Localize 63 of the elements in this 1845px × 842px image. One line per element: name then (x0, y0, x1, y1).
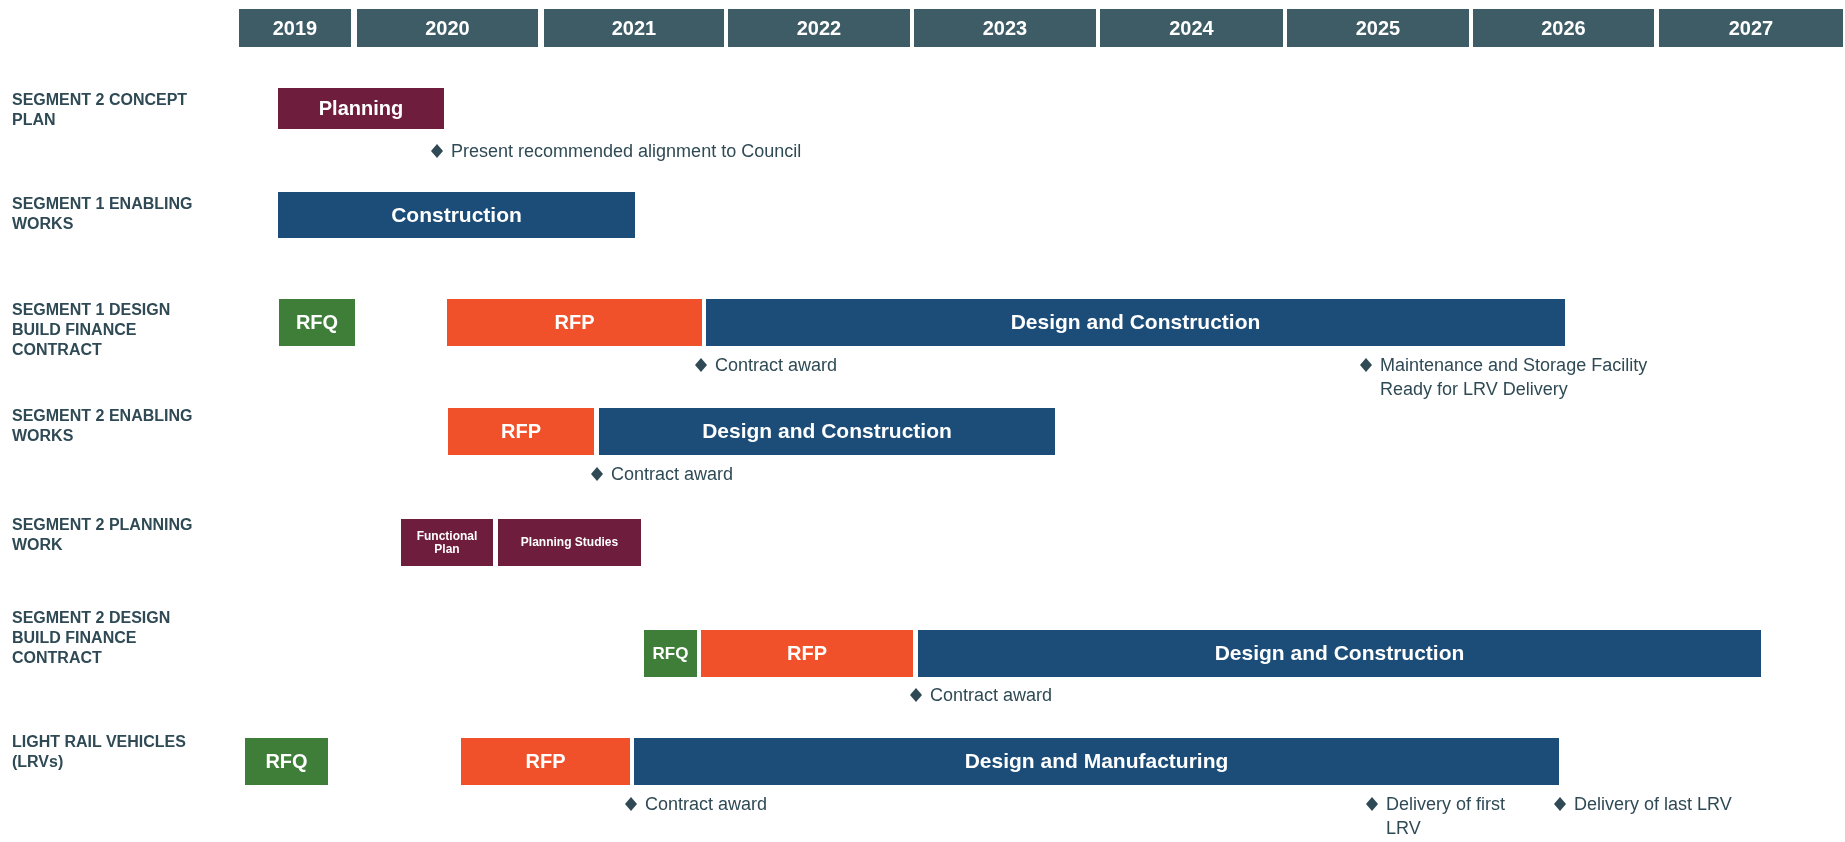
bar-text: RFQ (295, 312, 339, 333)
year-header (544, 9, 724, 47)
row-heading: SEGMENT 1 DESIGN BUILD FINANCE CONTRACT (12, 300, 172, 360)
year-header (1100, 9, 1283, 47)
timeline-bar (448, 408, 594, 455)
milestone-text: Present recommended alignment to Council (451, 140, 802, 163)
timeline-bar (918, 630, 1761, 677)
timeline-bar (278, 192, 635, 238)
year-header (914, 9, 1096, 47)
milestone-text: Contract award (611, 463, 734, 486)
bar-text: Design and Construction (1214, 642, 1465, 665)
bar-text: RFP (525, 751, 566, 772)
bar-text: RFP (554, 312, 595, 333)
year-text: 2024 (1169, 17, 1214, 39)
year-text: 2027 (1728, 17, 1774, 39)
timeline-bar (634, 738, 1559, 785)
timeline-bar (245, 738, 328, 785)
timeline-bar (461, 738, 630, 785)
bar-text: Construction (391, 203, 522, 226)
year-header (1287, 9, 1469, 47)
milestone-text: Contract award (645, 793, 768, 816)
year-text: 2021 (611, 17, 657, 39)
row-heading: SEGMENT 2 PLANNING WORK (12, 515, 194, 555)
row-heading: SEGMENT 2 CONCEPT PLAN (12, 90, 189, 130)
bar-text: Planning (318, 98, 404, 119)
milestone-text: Maintenance and Storage Facility Ready for LRV Delivery (1380, 354, 1649, 401)
bar-text: Design and Construction (702, 420, 952, 443)
timeline-bar (498, 519, 641, 566)
bar-text: Design and Manufacturing (964, 750, 1229, 773)
year-text: 2023 (982, 17, 1028, 39)
timeline-bar (401, 519, 493, 566)
row-heading: SEGMENT 1 ENABLING WORKS (12, 194, 194, 234)
bar-text: RFQ (265, 751, 308, 772)
year-header (728, 9, 910, 47)
timeline-bar (701, 630, 913, 677)
milestone-text: Delivery of last LRV (1574, 793, 1732, 816)
year-header (1659, 9, 1843, 47)
row-heading: SEGMENT 2 DESIGN BUILD FINANCE CONTRACT (12, 608, 172, 668)
bar-text: Functional Plan (415, 529, 479, 556)
timeline-bar (599, 408, 1055, 455)
timeline-bar (706, 299, 1565, 346)
year-text: 2026 (1541, 17, 1586, 39)
timeline-bar (447, 299, 702, 346)
milestone-text: Contract award (715, 354, 838, 377)
row-heading: SEGMENT 2 ENABLING WORKS (12, 406, 194, 446)
bar-text: Design and Construction (1010, 311, 1261, 334)
timeline-bar (644, 630, 697, 677)
timeline-bar (278, 88, 444, 129)
year-header (357, 9, 538, 47)
year-text: 2019 (272, 17, 318, 39)
bar-text: Planning Studies (519, 536, 620, 549)
bar-text: RFP (501, 421, 541, 442)
bar-text: RFP (787, 643, 827, 664)
timeline-bar (279, 299, 355, 346)
year-text: 2020 (425, 17, 470, 39)
bar-text: RFQ (652, 644, 689, 663)
milestone-text: Contract award (930, 684, 1053, 707)
year-header (239, 9, 351, 47)
year-header (1473, 9, 1654, 47)
year-text: 2025 (1355, 17, 1401, 39)
year-text: 2022 (796, 17, 842, 39)
row-heading: LIGHT RAIL VEHICLES (LRVs) (12, 732, 187, 772)
milestone-text: Delivery of first LRV (1386, 793, 1506, 840)
